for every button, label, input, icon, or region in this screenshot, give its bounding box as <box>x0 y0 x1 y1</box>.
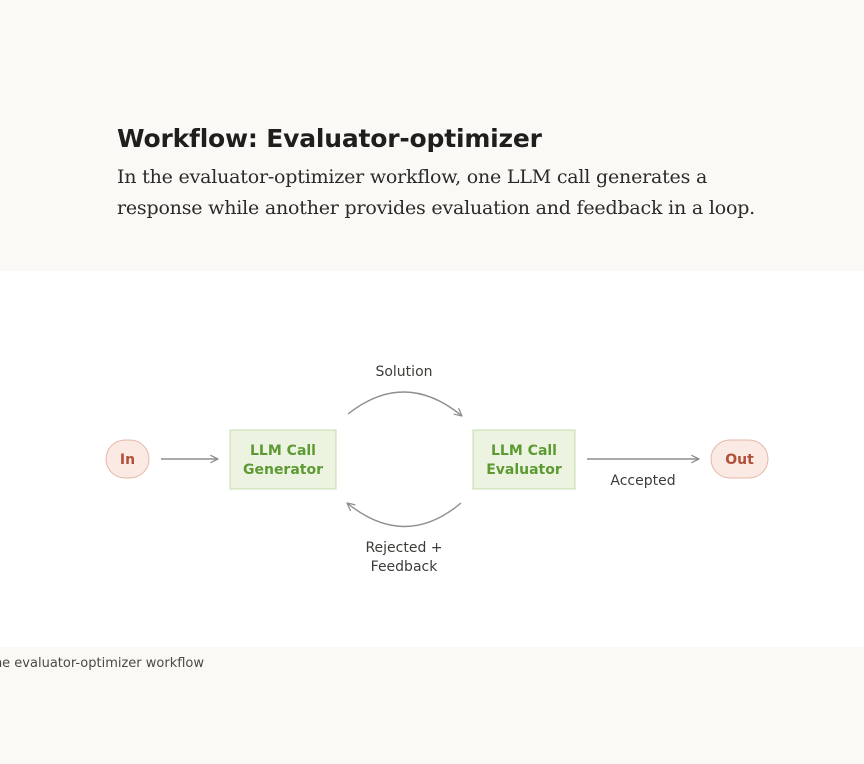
output-label: Out <box>725 452 754 468</box>
generator-title: LLM Call <box>250 443 316 459</box>
generator-subtitle: Generator <box>243 462 323 478</box>
solution-arrow <box>347 391 463 417</box>
evaluator-title: LLM Call <box>491 443 557 459</box>
evaluator-subtitle: Evaluator <box>486 462 562 478</box>
generator-node: LLM Call Generator <box>229 429 337 490</box>
feedback-arrow <box>346 502 462 528</box>
diagram-panel: In LLM Call Generator Solution Rejected … <box>0 271 864 647</box>
output-node: Out <box>710 439 769 479</box>
input-label: In <box>120 452 135 468</box>
feedback-label-line2: Feedback <box>371 559 439 575</box>
input-node: In <box>105 439 150 479</box>
evaluator-node: LLM Call Evaluator <box>472 429 576 490</box>
workflow-diagram: In LLM Call Generator Solution Rejected … <box>105 364 769 575</box>
feedback-label-line1: Rejected + <box>365 540 442 556</box>
accepted-label: Accepted <box>610 473 675 489</box>
intro-paragraph: In the evaluator-optimizer workflow, one… <box>117 166 756 219</box>
figure-caption: The evaluator-optimizer workflow <box>0 656 205 671</box>
page-title: Workflow: Evaluator-optimizer <box>117 124 542 153</box>
solution-label: Solution <box>375 364 432 380</box>
